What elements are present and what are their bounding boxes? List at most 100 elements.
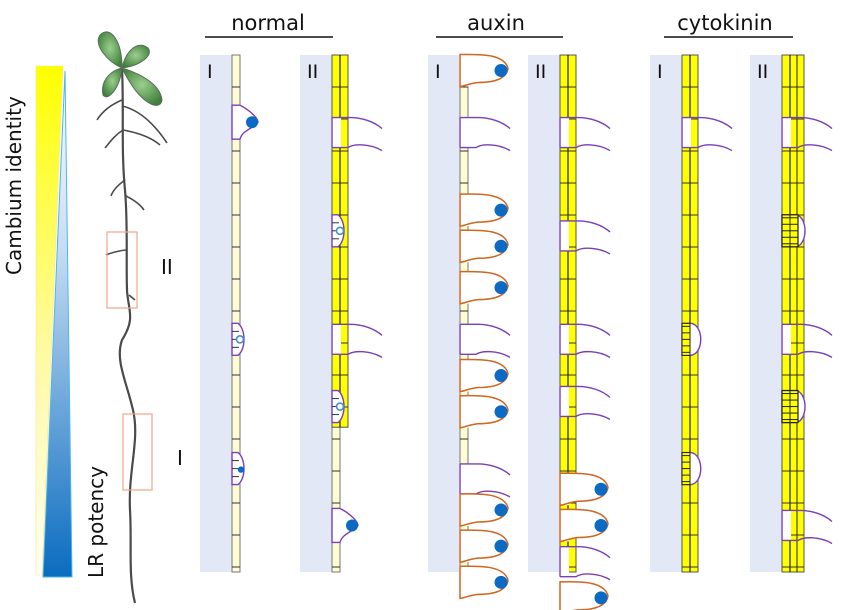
lr-emerged [459, 463, 511, 498]
emerged-root-outline [560, 116, 611, 130]
zone-II-box [106, 231, 138, 309]
emerged-root-gap [559, 546, 569, 577]
auxin-primordium-outline [459, 565, 509, 600]
lr-auxin-lobe [559, 472, 609, 507]
emerged-root-gap [559, 220, 569, 251]
nucleus [494, 239, 508, 253]
lr-small-dome [231, 451, 245, 486]
lr-emerged [781, 509, 833, 545]
nucleus [494, 64, 508, 78]
lr-auxin-lobe [459, 529, 509, 563]
emerged-root-outline [332, 350, 383, 358]
emerged-root-gap [459, 324, 469, 355]
panel-zone-label: I [207, 61, 213, 83]
lr-auxin-lobe [559, 581, 609, 610]
emerged-root-outline [560, 220, 611, 233]
nucleus [494, 369, 508, 383]
auxin-primordium-outline [459, 358, 509, 393]
zone-I-label: I [177, 446, 183, 470]
panel-zone-label: II [535, 61, 546, 83]
panel-cytokinin-I: I [650, 54, 733, 573]
emerged-root-gap [559, 386, 569, 417]
lr-auxin-lobe [459, 53, 509, 88]
auxin-primordium-outline [459, 53, 509, 88]
lateral-roots [96, 99, 168, 301]
nucleus [494, 281, 508, 295]
auxin-primordium-outline [459, 394, 509, 429]
lr-emerged [559, 323, 611, 358]
vascular-strip [781, 54, 805, 573]
panel-cytokinin-II: II [750, 54, 833, 573]
lr-auxin-lobe [459, 358, 509, 393]
emerged-root-outline [332, 116, 383, 130]
lr-dome [231, 104, 259, 140]
lr-dome [331, 507, 359, 544]
lr-emerged [559, 385, 611, 420]
emerged-root-outline [782, 144, 833, 152]
emerged-root-outline [560, 413, 611, 420]
emerged-root-outline [460, 144, 511, 152]
panel-auxin-II: II [528, 54, 611, 610]
emerged-root-outline [460, 323, 511, 336]
lr-small-dome [331, 389, 345, 424]
emerged-root-gap [331, 324, 341, 355]
cotyledons-leaves [97, 31, 163, 106]
auxin-primordium-outline [459, 529, 509, 563]
lr-emerged [331, 323, 383, 358]
emerged-root-outline [560, 385, 611, 398]
emerged-root-gap [781, 324, 791, 355]
auxin-primordium-outline [459, 229, 509, 264]
zone-I-box [122, 413, 153, 491]
gradient-legend: Cambium identity LR potency [2, 65, 108, 578]
group-title-normal: normal [231, 11, 305, 35]
panel-background [528, 55, 560, 572]
emerged-root-outline [782, 537, 833, 545]
lr-flat-dome [681, 451, 702, 486]
emerged-root-outline [560, 545, 611, 559]
lr-emerged [681, 116, 733, 152]
nucleus-ring [335, 226, 345, 236]
nucleus [346, 519, 358, 532]
lr-auxin-lobe [459, 193, 509, 227]
lr-potency-label: LR potency [84, 466, 108, 578]
emerged-root-outline [560, 144, 611, 152]
panel-background [650, 55, 682, 572]
auxin-primordium-outline [459, 270, 509, 305]
lr-grid-dome [781, 214, 806, 248]
emerged-root-outline [682, 144, 733, 152]
nucleus [494, 539, 508, 553]
panel-background [300, 55, 332, 572]
lr-emerged [459, 116, 511, 152]
nucleus [494, 503, 508, 517]
panel-zone-label: II [757, 61, 768, 83]
emerged-root-outline [682, 116, 733, 130]
group-title-auxin: auxin [467, 11, 525, 35]
emerged-root-outline [460, 463, 511, 476]
emerged-root-gap [459, 117, 469, 148]
lr-emerged [559, 220, 611, 255]
panel-normal-I: I [200, 54, 259, 573]
emerged-root-outline [460, 116, 511, 130]
panel-zone-label: II [307, 61, 318, 83]
cambium-identity-label: Cambium identity [2, 96, 26, 275]
emerged-root-outline [560, 247, 611, 255]
pericycle-file [231, 54, 241, 573]
lr-emerged [781, 116, 833, 152]
lr-auxin-lobe [459, 394, 509, 429]
emerged-root-outline [332, 144, 383, 152]
panel-background [750, 55, 782, 572]
auxin-primordium-outline [459, 493, 509, 527]
emerged-root-outline [332, 323, 383, 336]
emerged-root-outline [460, 350, 511, 358]
auxin-primordium-outline [459, 193, 509, 227]
nucleus-ring [235, 335, 245, 344]
auxin-primordium-outline [559, 508, 609, 543]
emerged-root-outline [560, 573, 611, 581]
emerged-root-outline [782, 509, 833, 523]
emerged-root-gap [559, 117, 569, 148]
nucleus [594, 591, 608, 605]
